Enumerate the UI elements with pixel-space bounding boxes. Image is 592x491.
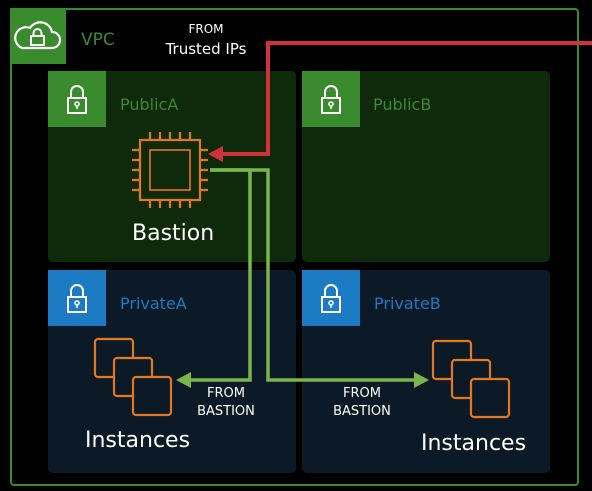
lock-icon: [321, 85, 341, 114]
public-a-badge: [48, 71, 106, 127]
ec2-chip-icon: [132, 132, 208, 208]
lock-icon: [67, 85, 87, 114]
instances-b-icon: [431, 339, 511, 419]
lock-icon: [67, 284, 87, 313]
flow-a-source-label: BASTION: [197, 404, 255, 419]
flow-a-from-label: FROM: [207, 386, 245, 401]
vpc-boundary: [10, 8, 579, 486]
bastion-to-private-b-arrow: [210, 168, 429, 388]
flow-b-from-label: FROM: [343, 386, 381, 401]
vpc-badge: [10, 8, 66, 64]
flow-b-source-label: BASTION: [333, 404, 391, 419]
instances-a-icon: [93, 337, 173, 417]
cloud-lock-icon: [14, 21, 62, 50]
trusted-ips-label: Trusted IPs: [165, 40, 247, 58]
instances-b-label: Instances: [421, 431, 527, 456]
private-b-badge: [302, 270, 360, 326]
lock-icon: [321, 284, 341, 313]
public-b-badge: [302, 71, 360, 127]
bastion-to-private-a-arrow: [176, 168, 252, 388]
private-a-label: PrivateA: [120, 294, 187, 313]
public-a-label: PublicA: [120, 95, 179, 114]
public-b-label: PublicB: [373, 95, 432, 114]
bastion-label: Bastion: [132, 221, 215, 246]
instances-a-label: Instances: [85, 428, 191, 453]
private-a-badge: [48, 270, 106, 326]
private-b-label: PrivateB: [374, 294, 441, 313]
trusted-ingress-arrow: [208, 41, 592, 162]
vpc-label: VPC: [81, 30, 115, 50]
trusted-from-label: FROM: [188, 22, 224, 36]
